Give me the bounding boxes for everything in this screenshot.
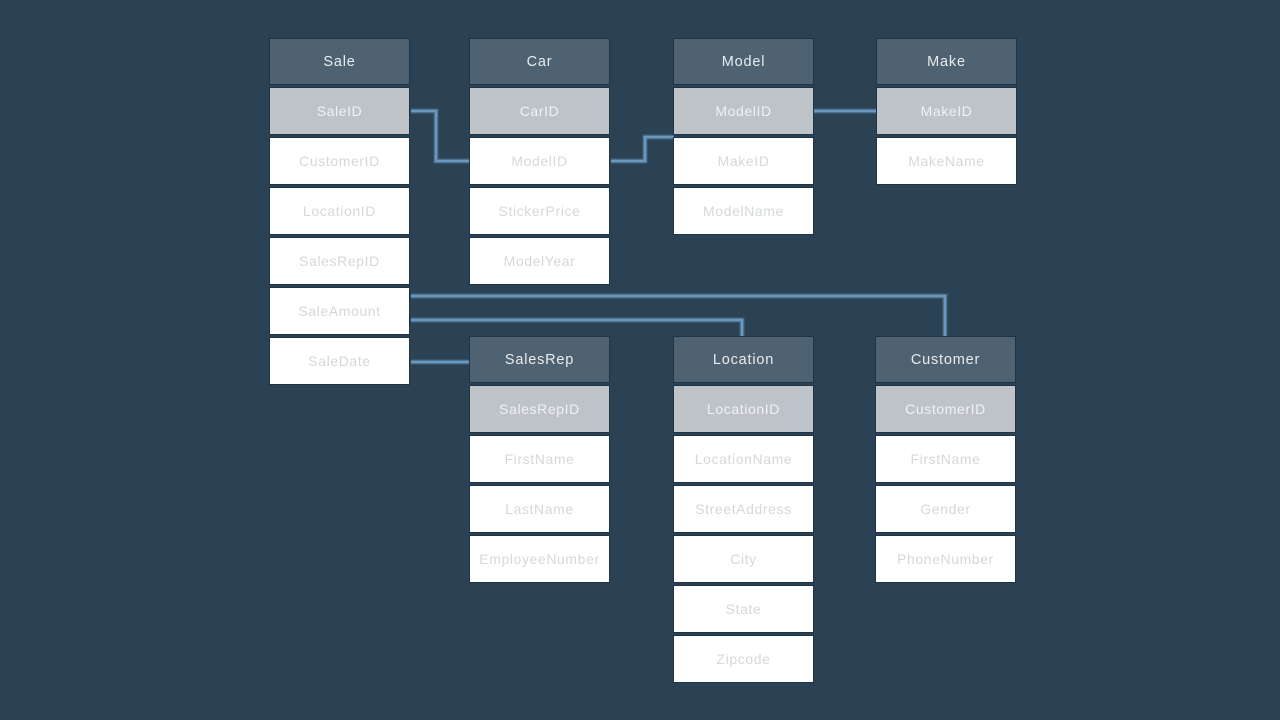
table-title: Make	[876, 38, 1017, 85]
field-saledate: SaleDate	[269, 337, 410, 385]
field-makename: MakeName	[876, 137, 1017, 185]
field-modelid: ModelID	[469, 137, 610, 185]
field-modelname: ModelName	[673, 187, 814, 235]
field-locationname: LocationName	[673, 435, 814, 483]
field-state: State	[673, 585, 814, 633]
field-employeenumber: EmployeeNumber	[469, 535, 610, 583]
field-zipcode: Zipcode	[673, 635, 814, 683]
relationship-line-car-modelid-to-model-modelid	[611, 135, 674, 163]
field-saleamount: SaleAmount	[269, 287, 410, 335]
field-phonenumber: PhoneNumber	[875, 535, 1016, 583]
table-title: Model	[673, 38, 814, 85]
table-title: SalesRep	[469, 336, 610, 383]
pk-field-customerid: CustomerID	[875, 385, 1016, 433]
pk-field-makeid: MakeID	[876, 87, 1017, 135]
pk-field-carid: CarID	[469, 87, 610, 135]
field-stickerprice: StickerPrice	[469, 187, 610, 235]
table-title: Car	[469, 38, 610, 85]
field-modelyear: ModelYear	[469, 237, 610, 285]
field-makeid: MakeID	[673, 137, 814, 185]
relationship-line-sale-to-customer	[411, 294, 947, 339]
table-title: Customer	[875, 336, 1016, 383]
field-firstname: FirstName	[469, 435, 610, 483]
field-streetaddress: StreetAddress	[673, 485, 814, 533]
field-city: City	[673, 535, 814, 583]
field-customerid: CustomerID	[269, 137, 410, 185]
relationship-line-sale-to-location	[411, 318, 744, 339]
pk-field-salesrepid: SalesRepID	[469, 385, 610, 433]
table-title: Sale	[269, 38, 410, 85]
field-gender: Gender	[875, 485, 1016, 533]
pk-field-modelid: ModelID	[673, 87, 814, 135]
pk-field-saleid: SaleID	[269, 87, 410, 135]
field-locationid: LocationID	[269, 187, 410, 235]
field-salesrepid: SalesRepID	[269, 237, 410, 285]
field-lastname: LastName	[469, 485, 610, 533]
table-title: Location	[673, 336, 814, 383]
pk-field-locationid: LocationID	[673, 385, 814, 433]
relationship-line-sale-saleid-to-car-modelid	[411, 109, 470, 163]
field-firstname: FirstName	[875, 435, 1016, 483]
